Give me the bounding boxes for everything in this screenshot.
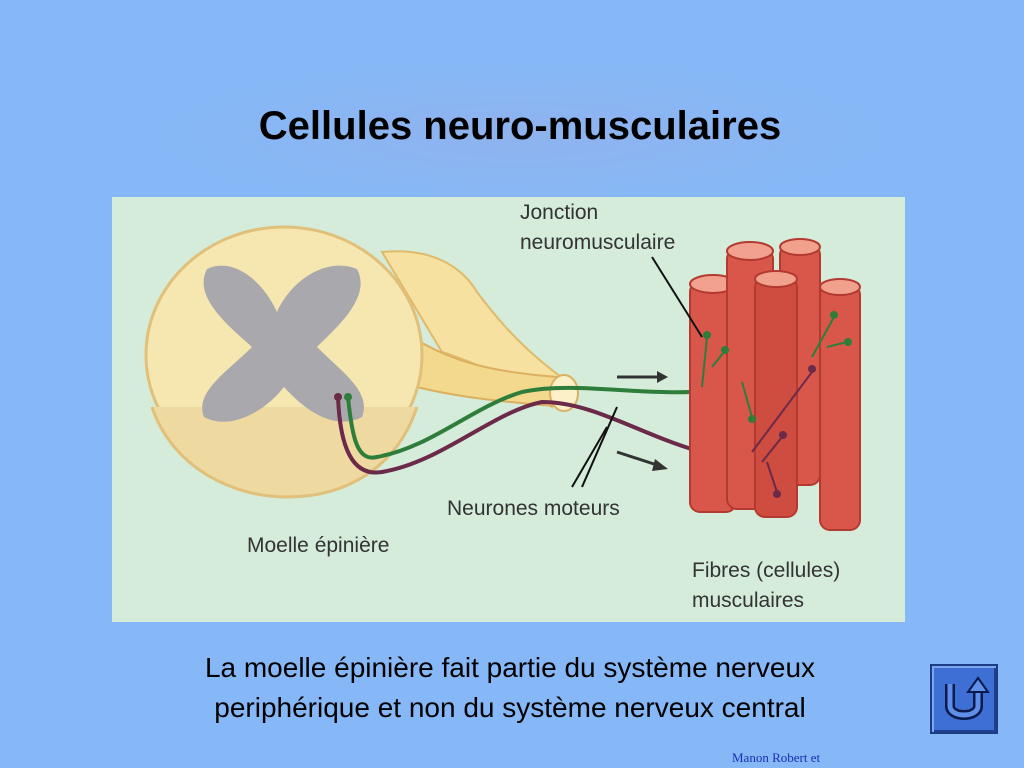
label-fibres-2: musculaires (692, 589, 804, 612)
neuromuscular-figure: Jonction neuromusculaire Neurones moteur… (112, 197, 905, 622)
junction-pointer (651, 256, 703, 338)
label-junction-2: neuromusculaire (520, 231, 675, 254)
neuron-pointer-b (581, 406, 618, 488)
purple-terminals (751, 365, 816, 498)
label-spinal-cord: Moelle épinière (247, 534, 389, 557)
label-neurons: Neurones moteurs (447, 497, 620, 520)
caption-line-2: periphérique et non du système nerveux c… (214, 692, 806, 723)
neuron-purple (336, 396, 773, 475)
caption-line-1: La moelle épinière fait partie du systèm… (204, 652, 816, 683)
grey-matter (202, 265, 364, 422)
slide-title: Cellules neuro-musculaires (258, 104, 782, 148)
figure-illustration: Jonction neuromusculaire Neurones moteur… (144, 201, 861, 612)
arrow-lower (616, 450, 658, 467)
junction-terminals (701, 311, 852, 423)
slide-caption: La moelle épinière fait partie du systèm… (120, 648, 900, 728)
neuron-pointer-a (571, 426, 608, 488)
u-turn-arrow-icon (945, 676, 990, 720)
title-glow (150, 60, 890, 210)
label-junction-1: Jonction (520, 201, 598, 224)
spinal-cord-bottom (150, 406, 419, 499)
return-button[interactable] (930, 664, 998, 734)
footer-credit: Manon Robert et (732, 750, 821, 765)
label-fibres-1: Fibres (cellules) (692, 559, 840, 582)
